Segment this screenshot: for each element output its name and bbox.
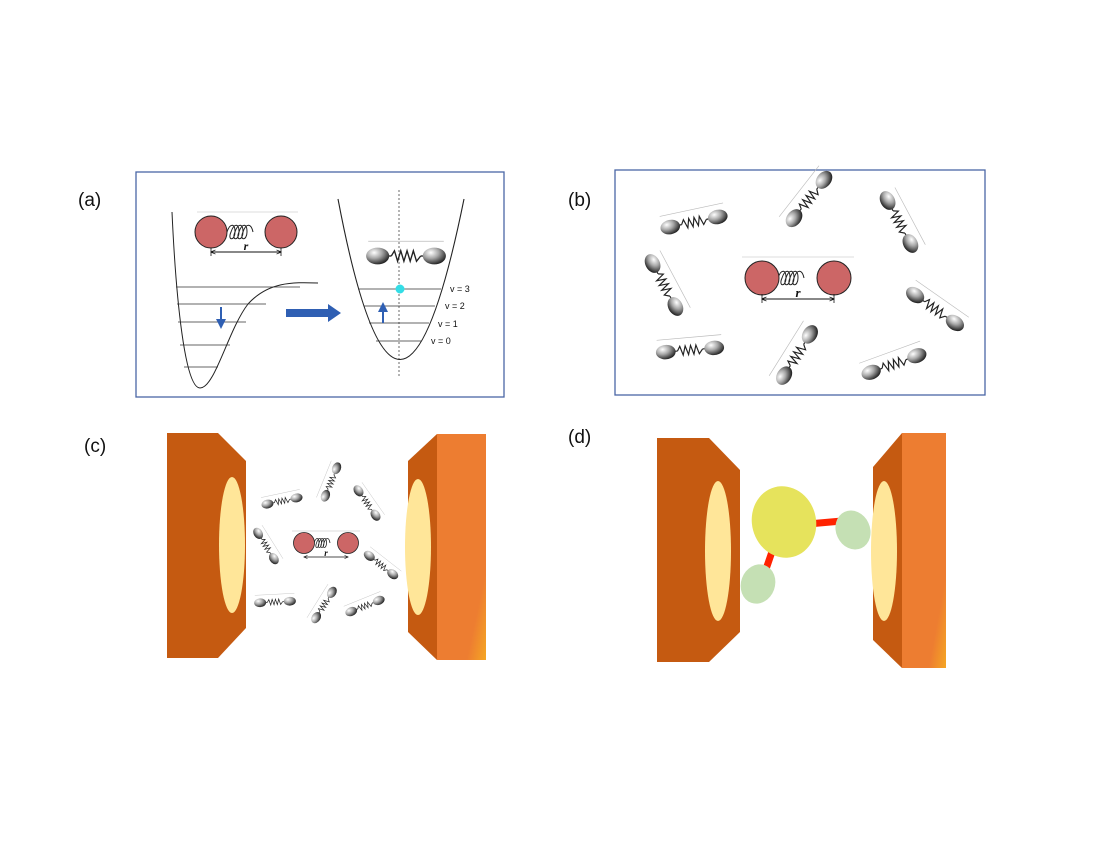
- right-mirror-c: [405, 434, 486, 660]
- panel-label-b: (b): [568, 190, 592, 211]
- spring-molecule-c4: [250, 523, 284, 567]
- transition-arrow: [286, 304, 341, 322]
- triatomic-molecule: [740, 486, 871, 604]
- bond-length-label-c: r: [324, 548, 328, 558]
- level-label-v3: v = 3: [450, 284, 470, 294]
- spring-molecule-c7: [306, 582, 340, 626]
- panel-label-a: (a): [78, 190, 102, 211]
- central-atom: [751, 486, 817, 558]
- spring-molecule-c6: [253, 592, 297, 608]
- panel-a-frame: [135, 171, 505, 398]
- bond-length-label-b: r: [795, 285, 801, 300]
- side-atom-left: [740, 564, 776, 604]
- panel-c: r: [167, 433, 486, 660]
- level-label-v2: v = 2: [445, 301, 465, 311]
- spring-molecule-c3: [351, 481, 386, 524]
- harmonic-potential-curve: [337, 198, 465, 361]
- panel-label-d: (d): [568, 427, 592, 448]
- left-mirror-c: [167, 433, 246, 658]
- morse-energy-levels: [176, 286, 300, 368]
- right-mirror-d: [871, 433, 946, 668]
- diatomic-molecule-a: r: [194, 211, 298, 256]
- panel-label-c: (c): [84, 436, 107, 457]
- right-mirror-lens-d: [871, 481, 897, 621]
- spring-molecule-c2: [315, 459, 344, 504]
- spring-molecule-c8: [342, 590, 387, 619]
- panel-b: r: [614, 163, 986, 396]
- spring-molecule-c1: [259, 488, 304, 511]
- right-mirror-lens-c: [405, 479, 431, 615]
- morse-potential-curve: [171, 211, 319, 389]
- state-marker: [395, 284, 405, 294]
- diatomic-molecule-b: r: [742, 256, 854, 303]
- bond-length-label-a: r: [244, 239, 249, 253]
- level-label-v1: v = 1: [438, 319, 458, 329]
- side-atom-right: [835, 510, 871, 550]
- panel-a: r v = 3 v = 2 v = 1 v = 0: [135, 171, 505, 398]
- level-label-v0: v = 0: [431, 336, 451, 346]
- panel-d: [657, 433, 946, 668]
- left-mirror-lens-c: [219, 477, 245, 613]
- spring-molecule-c5: [361, 545, 403, 582]
- diatomic-molecule-c: r: [292, 530, 360, 558]
- left-mirror-lens-d: [705, 481, 731, 621]
- left-mirror-d: [657, 438, 740, 662]
